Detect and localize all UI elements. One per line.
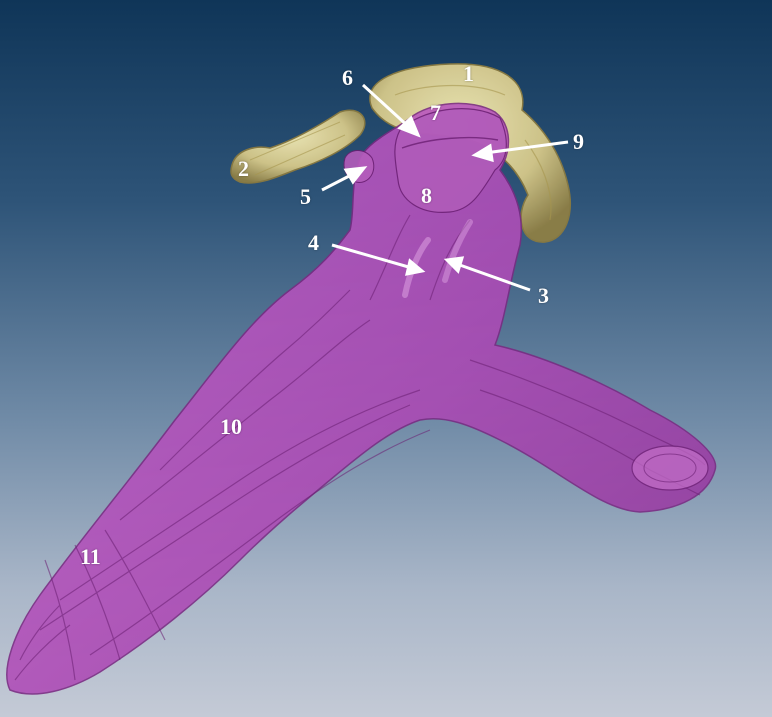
label-6: 6 bbox=[342, 67, 353, 89]
label-9: 9 bbox=[573, 131, 584, 153]
label-7: 7 bbox=[430, 102, 441, 124]
label-3: 3 bbox=[538, 285, 549, 307]
label-1: 1 bbox=[463, 63, 474, 85]
label-10: 10 bbox=[220, 416, 242, 438]
label-4: 4 bbox=[308, 232, 319, 254]
label-8: 8 bbox=[421, 185, 432, 207]
label-11: 11 bbox=[80, 546, 101, 568]
label-5: 5 bbox=[300, 186, 311, 208]
magenta-structure bbox=[7, 103, 716, 694]
label-2: 2 bbox=[238, 158, 249, 180]
